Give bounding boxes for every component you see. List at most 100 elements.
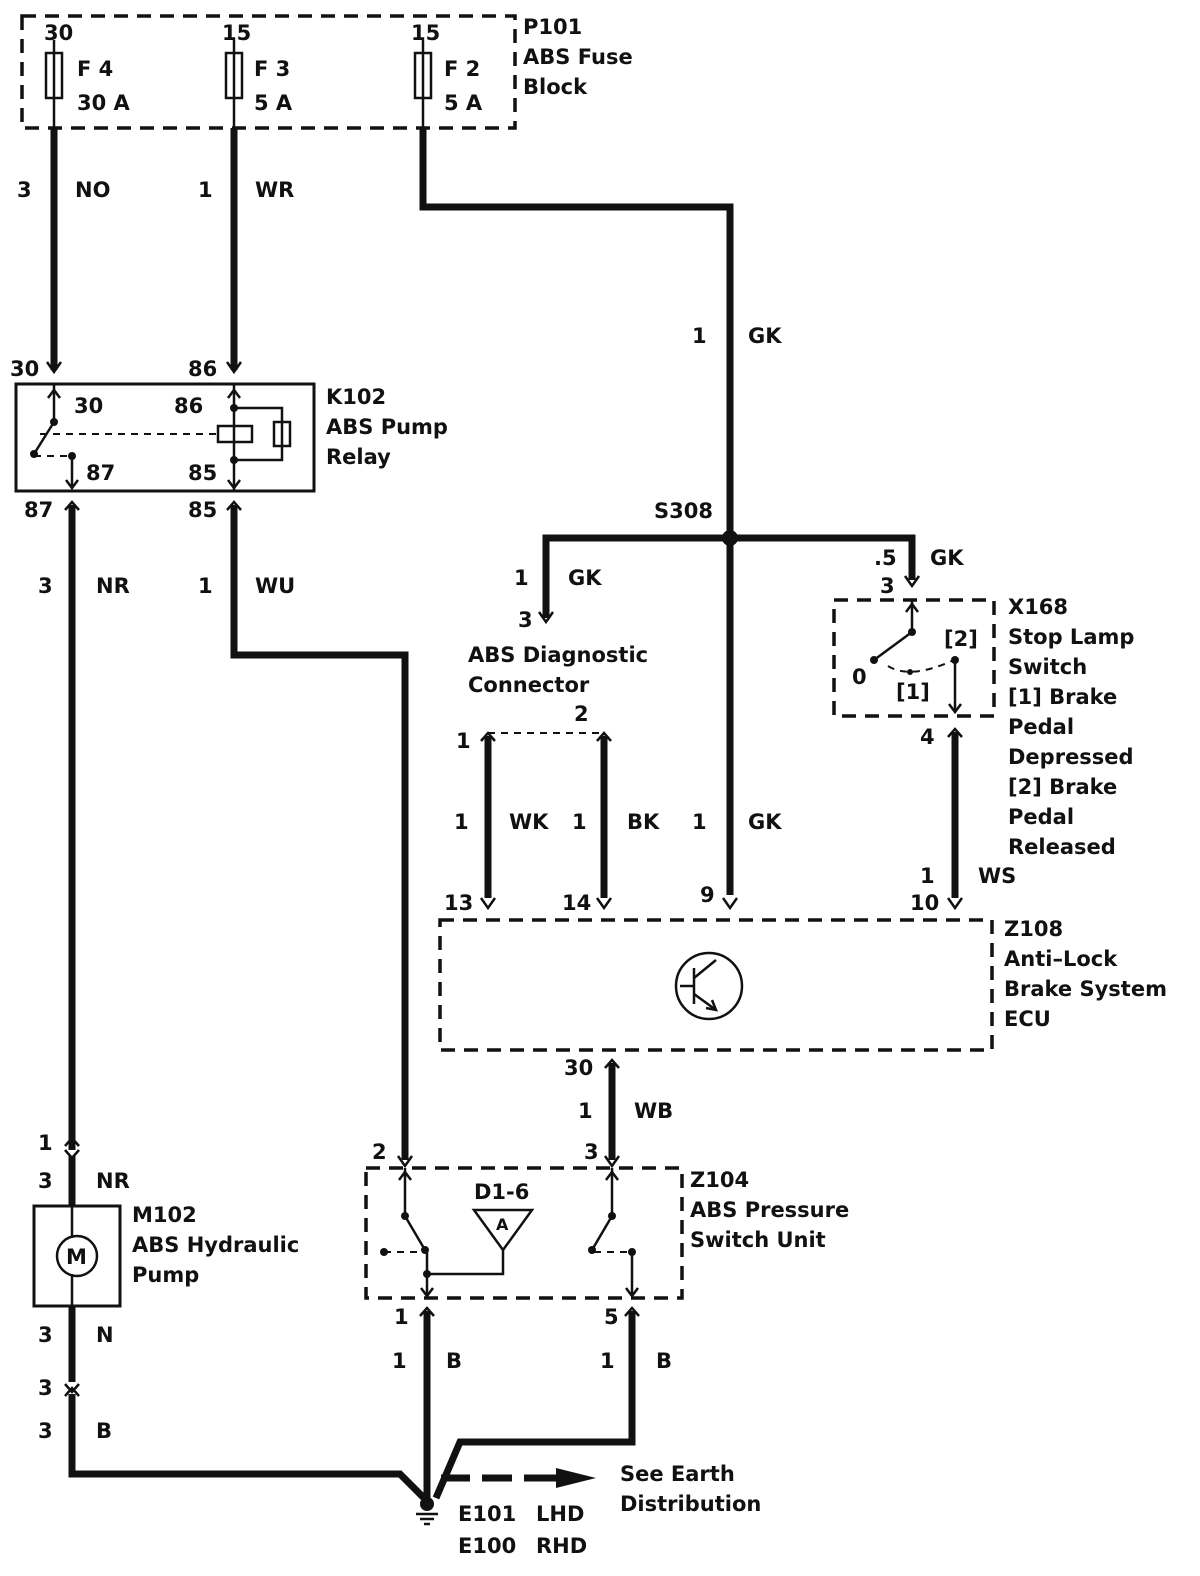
earth-rhd-label: RHD xyxy=(536,1534,587,1558)
stop-switch-name-line2: Switch xyxy=(1008,655,1087,679)
fuse-block-id: P101 xyxy=(523,15,582,39)
connector-diag-1 xyxy=(480,731,496,742)
fuse-f4-name: F 4 xyxy=(77,57,113,81)
connector-psu-3 xyxy=(603,1155,621,1169)
wire-ws-color: WS xyxy=(978,864,1016,888)
psu-id: Z104 xyxy=(690,1168,749,1192)
fuse-f3-name: F 3 xyxy=(254,57,290,81)
earth-note-line1: See Earth xyxy=(620,1462,735,1486)
wire-gk-stop-size: .5 xyxy=(874,546,897,570)
wire-nr-color: NR xyxy=(96,574,130,598)
splice-label: S308 xyxy=(654,499,713,523)
fuse-block-name-line2: Block xyxy=(523,75,588,99)
diag-name-line1: ABS Diagnostic xyxy=(468,643,648,667)
relay-name-line2: Relay xyxy=(326,445,391,469)
relay-outline xyxy=(14,382,316,493)
wire-b-psu5-color: B xyxy=(656,1349,672,1373)
wire-nr-pump-color: NR xyxy=(96,1169,130,1193)
connector-ecu-10 xyxy=(946,897,964,911)
fuse-f3-rating: 5 A xyxy=(254,91,293,115)
fuse-f3-terminal: 15 xyxy=(222,21,251,45)
pump-id: M102 xyxy=(132,1203,197,1227)
connector-psu-2 xyxy=(396,1155,414,1169)
stop-switch-contacts xyxy=(870,600,962,715)
stop-switch-pin-4: 4 xyxy=(920,725,935,749)
transistor-icon xyxy=(674,951,744,1021)
relay-pin-30-outer: 30 xyxy=(10,357,39,381)
psu-pin-5: 5 xyxy=(604,1305,619,1329)
fuse-block-outline xyxy=(20,14,517,130)
stop-switch-note-line2: Pedal xyxy=(1008,715,1074,739)
ecu-id: Z108 xyxy=(1004,917,1063,941)
pump-outline xyxy=(32,1204,122,1308)
psu-pin-2: 2 xyxy=(372,1140,387,1164)
earth-note-line2: Distribution xyxy=(620,1492,761,1516)
wire-no-size: 3 xyxy=(17,178,32,202)
wire-nr-size: 3 xyxy=(38,574,53,598)
relay-switch xyxy=(30,384,218,491)
fuse-f2-name: F 2 xyxy=(444,57,480,81)
stop-switch-id: X168 xyxy=(1008,595,1068,619)
connector-relay-87 xyxy=(64,500,80,511)
stop-switch-name-line1: Stop Lamp xyxy=(1008,625,1134,649)
wire-bk-color: BK xyxy=(627,810,660,834)
fuse-f2 xyxy=(413,40,433,128)
connector-relay-30 xyxy=(45,361,63,375)
pump-name-line1: ABS Hydraulic xyxy=(132,1233,299,1257)
stop-switch-note-line4: [2] Brake xyxy=(1008,775,1117,799)
diag-name-line2: Connector xyxy=(468,673,590,697)
wire-gk-stop-color: GK xyxy=(930,546,964,570)
wire-b-psu5 xyxy=(432,1311,636,1500)
wire-b-psu1-color: B xyxy=(446,1349,462,1373)
connector-relay-86 xyxy=(225,361,243,375)
wire-wu xyxy=(230,505,409,1160)
diag-pin-2: 2 xyxy=(574,702,589,726)
wire-gk-main-color: GK xyxy=(748,324,782,348)
connector-pump-1-upper xyxy=(64,1136,80,1147)
connector-stop-3 xyxy=(903,575,921,589)
wire-b-pump-size: 3 xyxy=(38,1419,53,1443)
wire-wr-color: WR xyxy=(255,178,294,202)
connector-psu-5 xyxy=(624,1306,640,1317)
earth-lhd-id: E101 xyxy=(458,1502,516,1526)
connector-ecu-30 xyxy=(604,1058,620,1069)
psu-name-line2: Switch Unit xyxy=(690,1228,826,1252)
connector-stop-4 xyxy=(947,727,963,738)
relay-pin-87-outer: 87 xyxy=(24,498,53,522)
fuse-f2-terminal: 15 xyxy=(411,21,440,45)
psu-switch-right xyxy=(588,1168,639,1299)
wire-n-color: N xyxy=(96,1323,114,1347)
fuse-block-name-line1: ABS Fuse xyxy=(523,45,633,69)
ecu-pin-30: 30 xyxy=(564,1056,593,1080)
wire-wk-size: 1 xyxy=(454,810,469,834)
wire-nr-pump-size: 3 xyxy=(38,1169,53,1193)
fuse-f4 xyxy=(44,40,64,128)
relay-pin-86-outer: 86 xyxy=(188,357,217,381)
diag-pin-3: 3 xyxy=(518,608,533,632)
stop-switch-pos-1: [1] xyxy=(896,680,930,704)
ecu-pin-14: 14 xyxy=(562,891,591,915)
relay-pin-30-inner: 30 xyxy=(74,394,103,418)
stop-switch-note-line6: Released xyxy=(1008,835,1116,859)
wire-gk-main-size: 1 xyxy=(692,324,707,348)
stop-switch-outline xyxy=(832,598,996,718)
relay-pin-87-inner: 87 xyxy=(86,461,115,485)
connector-ecu-13 xyxy=(479,897,497,911)
wire-b-pump-color: B xyxy=(96,1419,112,1443)
earth-rhd-id: E100 xyxy=(458,1534,516,1558)
connector-ecu-9 xyxy=(721,897,739,911)
wire-wr-size: 1 xyxy=(198,178,213,202)
psu-name-line1: ABS Pressure xyxy=(690,1198,849,1222)
wire-gk-diag-size: 1 xyxy=(514,566,529,590)
pump-conn-pin-3: 3 xyxy=(38,1376,53,1400)
stop-switch-note-line5: Pedal xyxy=(1008,805,1074,829)
relay-pin-86-inner: 86 xyxy=(174,394,203,418)
wire-bk-size: 1 xyxy=(572,810,587,834)
earth-arrow-icon xyxy=(556,1468,596,1488)
wire-gk-diag-color: GK xyxy=(568,566,602,590)
wire-gk-ecu-size: 1 xyxy=(692,810,707,834)
ecu-pin-13: 13 xyxy=(444,891,473,915)
relay-coil xyxy=(216,384,292,491)
psu-pin-1: 1 xyxy=(394,1305,409,1329)
